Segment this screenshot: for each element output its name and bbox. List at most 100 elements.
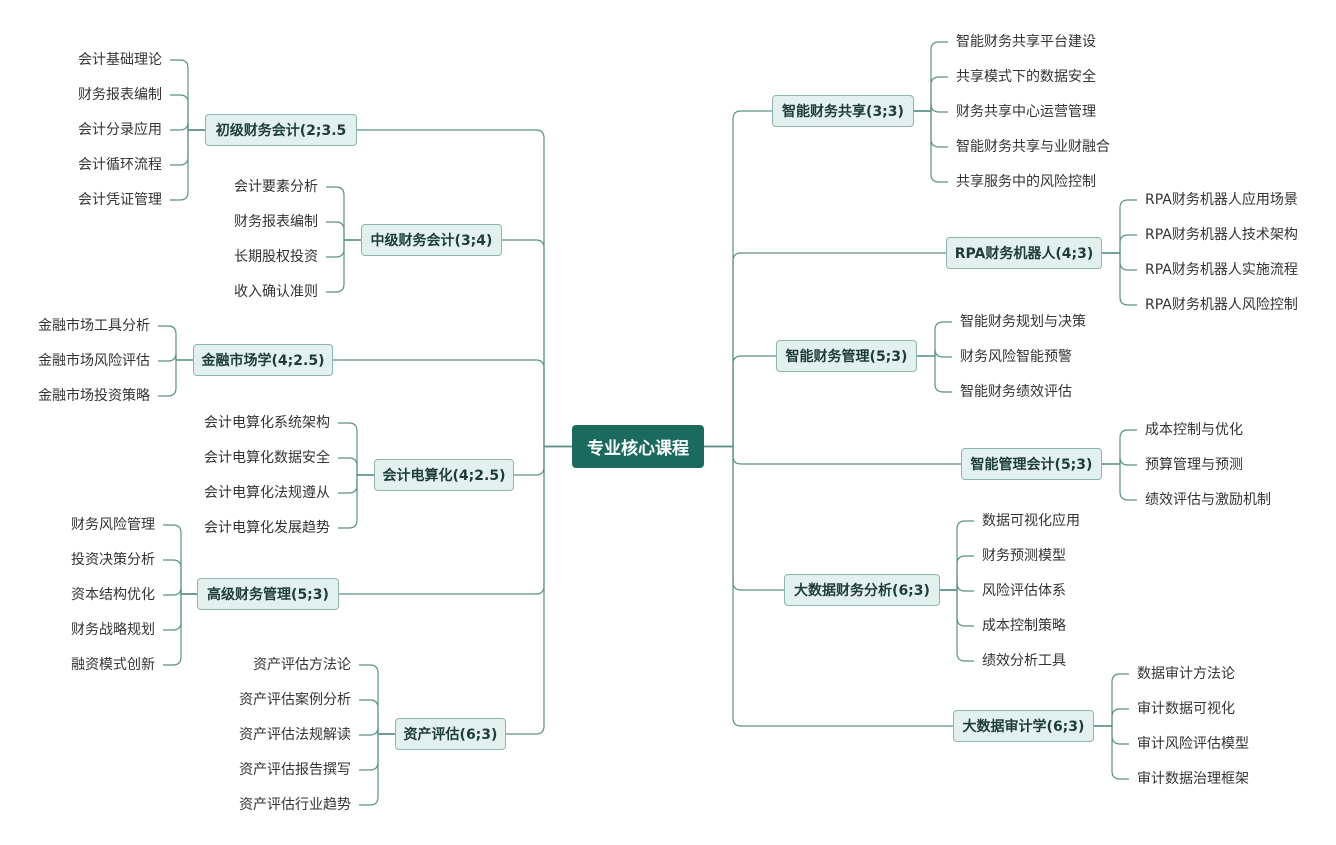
leaf-topic[interactable]: 绩效分析工具 xyxy=(982,653,1066,669)
leaf-topic[interactable]: 长期股权投资 xyxy=(234,249,318,265)
branch-topic[interactable]: 会计电算化(4;2.5) xyxy=(374,459,514,491)
leaf-topic[interactable]: 金融市场工具分析 xyxy=(38,318,150,334)
leaf-topic[interactable]: 会计循环流程 xyxy=(78,157,162,173)
leaf-connector xyxy=(940,582,974,592)
leaf-connector xyxy=(170,121,205,131)
branch-topic[interactable]: 智能管理会计(5;3) xyxy=(961,448,1102,480)
leaf-topic[interactable]: 财务预测模型 xyxy=(982,548,1066,564)
leaf-connector xyxy=(1102,429,1137,465)
leaf-connector xyxy=(940,589,974,662)
leaf-connector xyxy=(338,474,374,494)
leaf-connector xyxy=(338,422,374,476)
leaf-topic[interactable]: 会计电算化法规遵从 xyxy=(204,485,330,501)
leaf-connector xyxy=(1102,234,1137,254)
leaf-connector xyxy=(163,586,197,596)
branch-topic[interactable]: 大数据审计学(6;3) xyxy=(953,710,1094,742)
leaf-topic[interactable]: 绩效评估与激励机制 xyxy=(1145,492,1271,508)
branch-topic[interactable]: 大数据财务分析(6;3) xyxy=(784,574,940,606)
leaf-topic[interactable]: 财务报表编制 xyxy=(234,214,318,230)
leaf-connector xyxy=(359,664,395,735)
branch-connector xyxy=(506,445,572,735)
branch-topic[interactable]: 金融市场学(4;2.5) xyxy=(193,344,333,376)
leaf-connector xyxy=(1102,199,1137,254)
branch-topic[interactable]: 智能财务管理(5;3) xyxy=(776,340,917,372)
leaf-topic[interactable]: 金融市场投资策略 xyxy=(38,388,150,404)
leaf-topic[interactable]: 财务共享中心运营管理 xyxy=(956,104,1096,120)
leaf-connector xyxy=(1102,463,1137,501)
leaf-topic[interactable]: 资产评估法规解读 xyxy=(239,727,351,743)
branch-topic[interactable]: 高级财务管理(5;3) xyxy=(197,578,339,610)
branch-topic[interactable]: 中级财务会计(3;4) xyxy=(361,224,502,256)
leaf-topic[interactable]: 共享服务中的风险控制 xyxy=(956,174,1096,190)
leaf-topic[interactable]: 资产评估方法论 xyxy=(253,657,351,673)
leaf-topic[interactable]: 财务风险智能预警 xyxy=(960,349,1072,365)
leaf-topic[interactable]: 会计凭证管理 xyxy=(78,192,162,208)
leaf-connector xyxy=(326,186,361,241)
leaf-topic[interactable]: 财务战略规划 xyxy=(71,622,155,638)
leaf-connector xyxy=(338,474,374,529)
branch-connector xyxy=(514,445,572,476)
leaf-connector xyxy=(158,359,193,397)
leaf-topic[interactable]: 投资决策分析 xyxy=(71,552,155,568)
leaf-connector xyxy=(917,348,952,358)
leaf-topic[interactable]: 资本结构优化 xyxy=(71,587,155,603)
leaf-topic[interactable]: 融资模式创新 xyxy=(71,657,155,673)
leaf-connector xyxy=(163,559,197,595)
leaf-topic[interactable]: 数据可视化应用 xyxy=(982,513,1080,529)
leaf-connector xyxy=(1094,725,1129,780)
leaf-topic[interactable]: RPA财务机器人风险控制 xyxy=(1145,297,1298,313)
leaf-topic[interactable]: 资产评估报告撰写 xyxy=(239,762,351,778)
leaf-connector xyxy=(158,352,193,362)
branch-connector xyxy=(704,252,946,448)
leaf-topic[interactable]: 智能财务共享平台建设 xyxy=(956,34,1096,50)
leaf-topic[interactable]: 会计电算化系统架构 xyxy=(204,415,330,431)
leaf-topic[interactable]: 资产评估案例分析 xyxy=(239,692,351,708)
leaf-topic[interactable]: 会计基础理论 xyxy=(78,52,162,68)
branch-topic[interactable]: 智能财务共享(3;3) xyxy=(772,95,914,127)
leaf-topic[interactable]: 审计数据可视化 xyxy=(1137,701,1235,717)
leaf-topic[interactable]: 智能财务共享与业财融合 xyxy=(956,139,1110,155)
leaf-topic[interactable]: RPA财务机器人应用场景 xyxy=(1145,192,1298,208)
branch-connector xyxy=(333,359,572,448)
branch-connector xyxy=(704,445,961,465)
leaf-topic[interactable]: 共享模式下的数据安全 xyxy=(956,69,1096,85)
leaf-topic[interactable]: 会计要素分析 xyxy=(234,179,318,195)
leaf-topic[interactable]: 预算管理与预测 xyxy=(1145,457,1243,473)
branch-connector xyxy=(704,110,772,448)
leaf-topic[interactable]: 财务风险管理 xyxy=(71,517,155,533)
center-topic[interactable]: 专业核心课程 xyxy=(572,425,704,468)
leaf-connector xyxy=(1102,456,1137,466)
leaf-connector xyxy=(914,76,948,112)
leaf-connector xyxy=(1102,252,1137,306)
leaf-topic[interactable]: 会计电算化数据安全 xyxy=(204,450,330,466)
leaf-topic[interactable]: 数据审计方法论 xyxy=(1137,666,1235,682)
leaf-connector xyxy=(158,325,193,361)
leaf-topic[interactable]: RPA财务机器人实施流程 xyxy=(1145,262,1298,278)
leaf-topic[interactable]: RPA财务机器人技术架构 xyxy=(1145,227,1298,243)
leaf-topic[interactable]: 风险评估体系 xyxy=(982,583,1066,599)
leaf-connector xyxy=(170,59,205,131)
leaf-connector xyxy=(1094,708,1129,727)
leaf-connector xyxy=(163,524,197,595)
leaf-topic[interactable]: 智能财务绩效评估 xyxy=(960,384,1072,400)
branch-topic[interactable]: 资产评估(6;3) xyxy=(395,718,506,750)
leaf-connector xyxy=(359,726,395,736)
leaf-connector xyxy=(359,733,395,806)
leaf-topic[interactable]: 成本控制策略 xyxy=(982,618,1066,634)
leaf-topic[interactable]: 会计分录应用 xyxy=(78,122,162,138)
leaf-topic[interactable]: 审计风险评估模型 xyxy=(1137,736,1249,752)
leaf-topic[interactable]: 审计数据治理框架 xyxy=(1137,771,1249,787)
leaf-topic[interactable]: 成本控制与优化 xyxy=(1145,422,1243,438)
branch-topic[interactable]: RPA财务机器人(4;3) xyxy=(946,237,1102,269)
leaf-topic[interactable]: 财务报表编制 xyxy=(78,87,162,103)
leaf-topic[interactable]: 收入确认准则 xyxy=(234,284,318,300)
leaf-connector xyxy=(359,733,395,771)
leaf-topic[interactable]: 资产评估行业趋势 xyxy=(239,797,351,813)
leaf-topic[interactable]: 智能财务规划与决策 xyxy=(960,314,1086,330)
leaf-topic[interactable]: 会计电算化发展趋势 xyxy=(204,520,330,536)
branch-connector xyxy=(357,129,572,448)
leaf-connector xyxy=(914,41,948,112)
branch-topic[interactable]: 初级财务会计(2;3.5 xyxy=(205,114,357,146)
leaf-topic[interactable]: 金融市场风险评估 xyxy=(38,353,150,369)
